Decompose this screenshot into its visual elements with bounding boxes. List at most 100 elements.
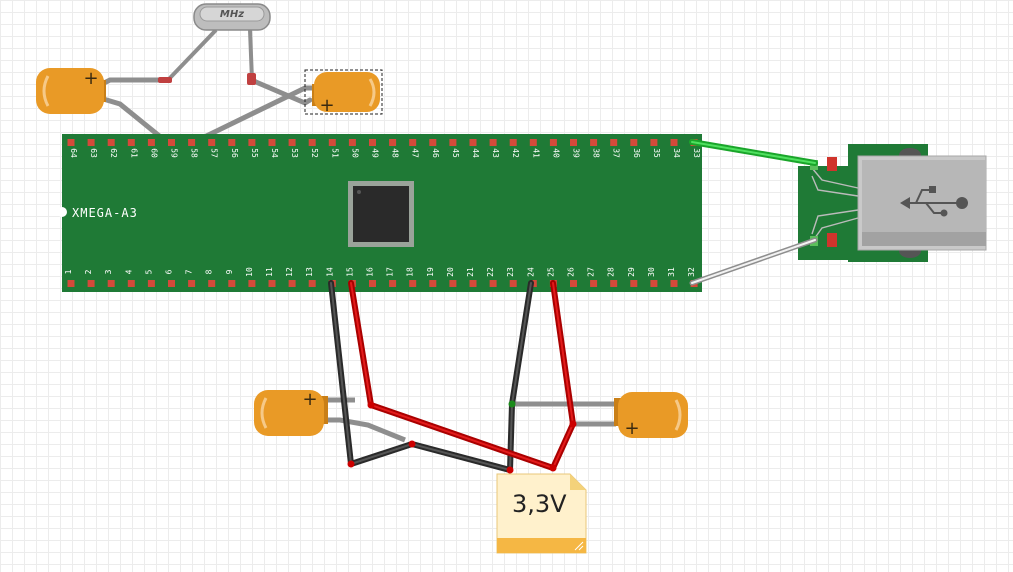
pin-label-bottom-5: 5 — [144, 269, 153, 274]
wire-cap1-to-xtal[interactable] — [97, 77, 171, 88]
pin-bottom-2[interactable] — [87, 280, 95, 287]
pin-bottom-5[interactable] — [147, 280, 155, 287]
capacitor-c2[interactable]: + — [304, 69, 383, 116]
pin-bottom-9[interactable] — [228, 280, 236, 287]
crystal-label: MHz — [220, 9, 244, 20]
pin-bottom-1[interactable] — [67, 280, 75, 287]
pin-bottom-28[interactable] — [610, 280, 618, 287]
cap-c1-plus: + — [83, 68, 98, 89]
pin-top-43[interactable] — [489, 139, 497, 146]
pin-bottom-21[interactable] — [469, 280, 477, 287]
pin-bottom-11[interactable] — [268, 280, 276, 287]
wire-junctions — [347, 400, 577, 474]
pin-label-top-63: 63 — [89, 148, 98, 158]
pin-bottom-17[interactable] — [389, 280, 397, 287]
crystal[interactable]: MHz — [166, 3, 271, 82]
pin-bottom-29[interactable] — [630, 280, 638, 287]
pin-label-bottom-6: 6 — [165, 269, 174, 274]
pins-top[interactable] — [67, 139, 698, 146]
wire-cap1-to-pin59[interactable] — [97, 95, 171, 146]
pin-top-39[interactable] — [570, 139, 577, 146]
pin-label-top-40: 40 — [551, 148, 560, 158]
pin-label-bottom-15: 15 — [345, 267, 354, 277]
capacitor-c1[interactable]: + — [36, 68, 106, 114]
pin-top-48[interactable] — [389, 139, 397, 146]
pin-top-36[interactable] — [630, 139, 638, 146]
pin-label-bottom-8: 8 — [205, 269, 214, 274]
pin-top-42[interactable] — [509, 139, 517, 146]
pin-bottom-7[interactable] — [188, 280, 196, 287]
pin-top-45[interactable] — [449, 139, 457, 146]
usb-connector[interactable] — [798, 144, 987, 262]
pin-bottom-20[interactable] — [449, 280, 457, 287]
pin-top-64[interactable] — [67, 139, 75, 146]
wire-c3-to-red[interactable] — [322, 417, 406, 443]
usb-wires[interactable] — [689, 139, 818, 286]
pin-bottom-27[interactable] — [590, 280, 598, 287]
cap-c4-plus: + — [624, 418, 639, 439]
pin-top-54[interactable] — [268, 139, 276, 146]
pin-top-55[interactable] — [248, 139, 256, 146]
usb-icon — [900, 186, 968, 217]
crystal-wires[interactable] — [97, 77, 315, 146]
pin-top-37[interactable] — [610, 139, 618, 146]
pin-top-46[interactable] — [429, 139, 437, 146]
pin-top-63[interactable] — [87, 139, 95, 146]
pin-top-40[interactable] — [549, 139, 557, 146]
pin-top-61[interactable] — [127, 139, 135, 146]
pin-label-top-36: 36 — [632, 148, 641, 158]
pin-bottom-31[interactable] — [670, 280, 678, 287]
pin-bottom-23[interactable] — [509, 280, 517, 287]
pin-bottom-6[interactable] — [168, 280, 175, 287]
pin-label-top-58: 58 — [190, 148, 199, 158]
pin-bottom-3[interactable] — [107, 280, 115, 287]
cap-c4-body — [618, 392, 688, 438]
pin-bottom-10[interactable] — [248, 280, 256, 287]
pin-bottom-8[interactable] — [208, 280, 216, 287]
pin-top-59[interactable] — [168, 139, 175, 146]
pin-top-52[interactable] — [308, 139, 316, 146]
pin-bottom-4[interactable] — [127, 280, 135, 287]
pin-bottom-26[interactable] — [570, 280, 577, 287]
pin-top-50[interactable] — [348, 139, 356, 146]
pin-label-bottom-27: 27 — [587, 267, 596, 277]
pin-top-57[interactable] — [208, 139, 216, 146]
pin-bottom-22[interactable] — [489, 280, 497, 287]
wire-vcc[interactable] — [348, 280, 576, 471]
pin-top-53[interactable] — [288, 139, 296, 146]
pin-top-41[interactable] — [529, 139, 537, 146]
pin-label-top-57: 57 — [210, 148, 219, 158]
capacitor-c4[interactable]: + — [512, 392, 688, 439]
pin-bottom-12[interactable] — [288, 280, 296, 287]
pin-top-49[interactable] — [369, 139, 376, 146]
pin-top-34[interactable] — [670, 139, 678, 146]
pin-bottom-13[interactable] — [308, 280, 316, 287]
pin-label-top-56: 56 — [230, 148, 239, 158]
cap-c3-plus: + — [302, 389, 317, 410]
pin-top-58[interactable] — [188, 139, 196, 146]
capacitor-c3[interactable]: + — [254, 389, 406, 443]
pin-label-bottom-32: 32 — [687, 267, 696, 277]
power-wires[interactable] — [328, 280, 576, 473]
pin-bottom-16[interactable] — [369, 280, 376, 287]
pin-label-top-39: 39 — [572, 148, 581, 158]
pin-top-44[interactable] — [469, 139, 477, 146]
wire-pin58-to-cap2[interactable] — [189, 85, 315, 146]
pin-bottom-30[interactable] — [650, 280, 658, 287]
pin-top-60[interactable] — [147, 139, 155, 146]
pin-top-51[interactable] — [328, 139, 336, 146]
voltage-note[interactable]: 3,3V — [496, 473, 587, 554]
pin-top-38[interactable] — [590, 139, 598, 146]
note-footer — [497, 538, 586, 553]
pin-top-35[interactable] — [650, 139, 658, 146]
pin-top-47[interactable] — [409, 139, 417, 146]
pin-top-62[interactable] — [107, 139, 115, 146]
wire-gnd-right[interactable] — [507, 280, 534, 473]
pin-top-56[interactable] — [228, 139, 236, 146]
pin-bottom-18[interactable] — [409, 280, 417, 287]
pins-bottom[interactable] — [67, 280, 698, 287]
cap-c2-body — [314, 72, 380, 112]
pin-bottom-19[interactable] — [429, 280, 437, 287]
